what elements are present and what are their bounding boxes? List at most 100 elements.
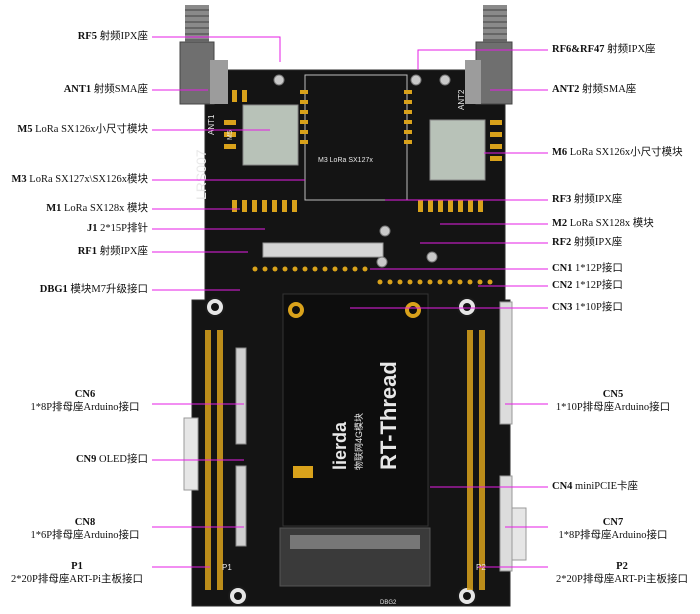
m5-code: M5 bbox=[17, 124, 33, 135]
m5-desc: LoRa SX126x小尺寸模块 bbox=[32, 124, 148, 135]
sma-antenna-right bbox=[465, 5, 513, 105]
silk-m5: M5 bbox=[227, 130, 234, 140]
left-inner-headers bbox=[235, 347, 247, 547]
callout-ant1: ANT1 射频SMA座 bbox=[40, 83, 148, 96]
ant1-desc: 射频SMA座 bbox=[91, 84, 148, 95]
p1-desc: 2*20P排母座ART-Pi主板接口 bbox=[11, 574, 143, 585]
callout-ant2: ANT2 射频SMA座 bbox=[552, 83, 700, 96]
silk-ant2: ANT2 bbox=[457, 89, 466, 110]
rf3-desc: 射频IPX座 bbox=[571, 194, 623, 205]
cn4-desc: miniPCIE卡座 bbox=[572, 481, 639, 492]
module-sub: 物联网4G模块 bbox=[353, 413, 364, 470]
silk-ant1: ANT1 bbox=[207, 114, 216, 135]
ant1-code: ANT1 bbox=[63, 84, 92, 95]
p1-code: P1 bbox=[71, 561, 83, 572]
mounting-holes bbox=[205, 297, 477, 606]
cn6-desc: 1*8P排母座Arduino接口 bbox=[30, 402, 140, 413]
j1-desc: 2*15P排针 bbox=[97, 223, 148, 234]
cn5-desc: 1*10P排母座Arduino接口 bbox=[555, 402, 671, 413]
m3-pads bbox=[300, 90, 412, 144]
callout-rf6: RF6&RF47 射频IPX座 bbox=[552, 43, 700, 56]
callout-cn9: CN9 OLED接口 bbox=[0, 453, 148, 466]
callout-m5: M5 LoRa SX126x小尺寸模块 bbox=[0, 123, 148, 136]
rf3-code: RF3 bbox=[552, 194, 572, 205]
callout-p1: P1 2*20P排母座ART-Pi主板接口 bbox=[4, 560, 150, 586]
callout-p2: P2 2*20P排母座ART-Pi主板接口 bbox=[548, 560, 696, 586]
callout-rf1: RF1 射频IPX座 bbox=[0, 245, 148, 258]
cn3-desc: 1*10P接口 bbox=[572, 302, 623, 313]
j1-code: J1 bbox=[87, 223, 98, 234]
p2-code: P2 bbox=[616, 561, 628, 572]
rf6-code: RF6&RF47 bbox=[552, 44, 605, 55]
sma-antenna-left bbox=[179, 5, 228, 105]
callout-cn1: CN1 1*12P接口 bbox=[552, 262, 700, 275]
rf1-code: RF1 bbox=[77, 246, 97, 257]
silk-m3: M3 LoRa SX127x bbox=[318, 157, 373, 164]
callout-m2: M2 LoRa SX128x 模块 bbox=[552, 217, 700, 230]
m6-code: M6 bbox=[552, 147, 568, 158]
m2-pads bbox=[418, 120, 502, 212]
callout-rf3: RF3 射频IPX座 bbox=[552, 193, 700, 206]
silk-p1: P1 bbox=[222, 563, 232, 572]
p2-header bbox=[467, 330, 485, 590]
rf2-desc: 射频IPX座 bbox=[571, 237, 623, 248]
oled-connector bbox=[183, 417, 527, 561]
dbg1-code: DBG1 bbox=[39, 284, 68, 295]
cn9-code: CN9 bbox=[75, 454, 97, 465]
module-brand: lierda bbox=[330, 421, 350, 470]
callout-cn8: CN8 1*6P排母座Arduino接口 bbox=[20, 516, 150, 542]
j1-pin-header bbox=[262, 242, 384, 258]
callout-m3: M3 LoRa SX127x\SX126x模块 bbox=[0, 173, 148, 186]
ant2-code: ANT2 bbox=[552, 84, 580, 95]
dbg1-desc: 模块M7升级接口 bbox=[67, 284, 148, 295]
rf1-desc: 射频IPX座 bbox=[96, 246, 148, 257]
m6-module bbox=[429, 119, 486, 181]
cn1-code: CN1 bbox=[552, 263, 573, 274]
callout-cn2: CN2 1*12P接口 bbox=[552, 279, 700, 292]
p2-desc: 2*20P排母座ART-Pi主板接口 bbox=[556, 574, 688, 585]
rf5-desc: 射频IPX座 bbox=[96, 31, 148, 42]
m3-module-outline bbox=[304, 74, 408, 201]
callout-cn4: CN4 miniPCIE卡座 bbox=[552, 480, 700, 493]
m2-desc: LoRa SX128x 模块 bbox=[567, 218, 654, 229]
right-outer-headers bbox=[499, 301, 513, 572]
rf6-desc: 射频IPX座 bbox=[604, 44, 656, 55]
callout-rf2: RF2 射频IPX座 bbox=[552, 236, 700, 249]
callout-rf5: RF5 射频IPX座 bbox=[40, 30, 148, 43]
rt-thread-module bbox=[282, 293, 429, 527]
cn2-desc: 1*12P接口 bbox=[572, 280, 623, 291]
m1-pads bbox=[224, 90, 297, 212]
rf5-code: RF5 bbox=[77, 31, 97, 42]
m2-code: M2 bbox=[552, 218, 568, 229]
rf2-code: RF2 bbox=[552, 237, 572, 248]
cn8-desc: 1*6P排母座Arduino接口 bbox=[30, 530, 140, 541]
cn3-code: CN3 bbox=[552, 302, 573, 313]
m1-code: M1 bbox=[46, 203, 62, 214]
cn7-desc: 1*8P排母座Arduino接口 bbox=[558, 530, 668, 541]
cn8-code: CN8 bbox=[74, 517, 96, 528]
m1-desc: LoRa SX128x 模块 bbox=[61, 203, 148, 214]
m3-desc: LoRa SX127x\SX126x模块 bbox=[26, 174, 148, 185]
cn7-code: CN7 bbox=[602, 517, 624, 528]
callout-cn3: CN3 1*10P接口 bbox=[552, 301, 700, 314]
m3-code: M3 bbox=[11, 174, 27, 185]
silk-dbg2: DBG2 bbox=[380, 600, 397, 606]
cn6-code: CN6 bbox=[74, 389, 96, 400]
cn2-code: CN2 bbox=[552, 280, 573, 291]
silk-lrs007: LRS007 bbox=[193, 149, 209, 200]
callout-dbg1: DBG1 模块M7升级接口 bbox=[0, 283, 148, 296]
rt-thread-logo: RT-Thread bbox=[376, 361, 401, 470]
callout-m6: M6 LoRa SX126x小尺寸模块 bbox=[552, 146, 700, 159]
m6-desc: LoRa SX126x小尺寸模块 bbox=[567, 147, 683, 158]
cn9-desc: OLED接口 bbox=[96, 454, 148, 465]
ant2-desc: 射频SMA座 bbox=[579, 84, 637, 95]
cn4-code: CN4 bbox=[552, 481, 573, 492]
leader-lines bbox=[152, 36, 548, 568]
callout-j1: J1 2*15P排针 bbox=[0, 222, 148, 235]
cn1-desc: 1*12P接口 bbox=[572, 263, 623, 274]
cn1-cn2-rows bbox=[252, 266, 493, 285]
ipx-connectors bbox=[273, 74, 451, 268]
m5-module bbox=[242, 104, 299, 166]
